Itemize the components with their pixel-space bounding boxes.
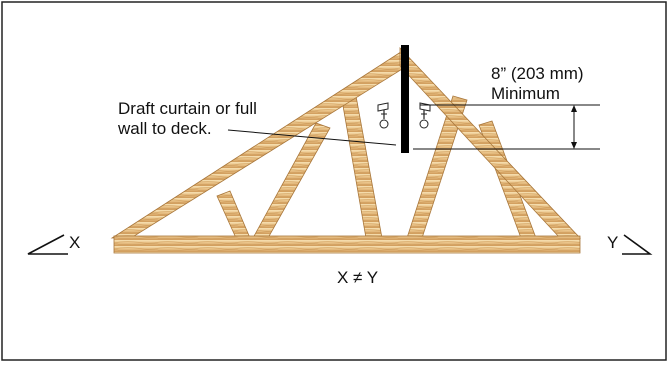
bottom-chord xyxy=(113,235,581,254)
sprinkler-head-icon xyxy=(377,102,389,129)
dimension-arrow-up xyxy=(571,105,577,112)
x-label: X xyxy=(69,233,81,252)
roof-slope-left-icon xyxy=(27,234,68,255)
truss-webs xyxy=(216,95,537,239)
web-3 xyxy=(341,95,383,239)
draft-curtain-label: Draft curtain or full wall to deck. xyxy=(118,99,257,138)
roof-slope-right-icon xyxy=(622,234,653,255)
dimension-label: 8” (203 mm) Minimum xyxy=(491,64,584,103)
draft-curtain xyxy=(401,45,409,153)
draft-curtain-leader xyxy=(227,129,397,146)
inequality-label: X ≠ Y xyxy=(337,268,379,287)
sprinkler-head-icon xyxy=(419,102,431,129)
dimension-arrow-down xyxy=(571,142,577,149)
web-1 xyxy=(216,190,251,239)
y-label: Y xyxy=(607,233,619,252)
frame-border xyxy=(1,1,667,361)
